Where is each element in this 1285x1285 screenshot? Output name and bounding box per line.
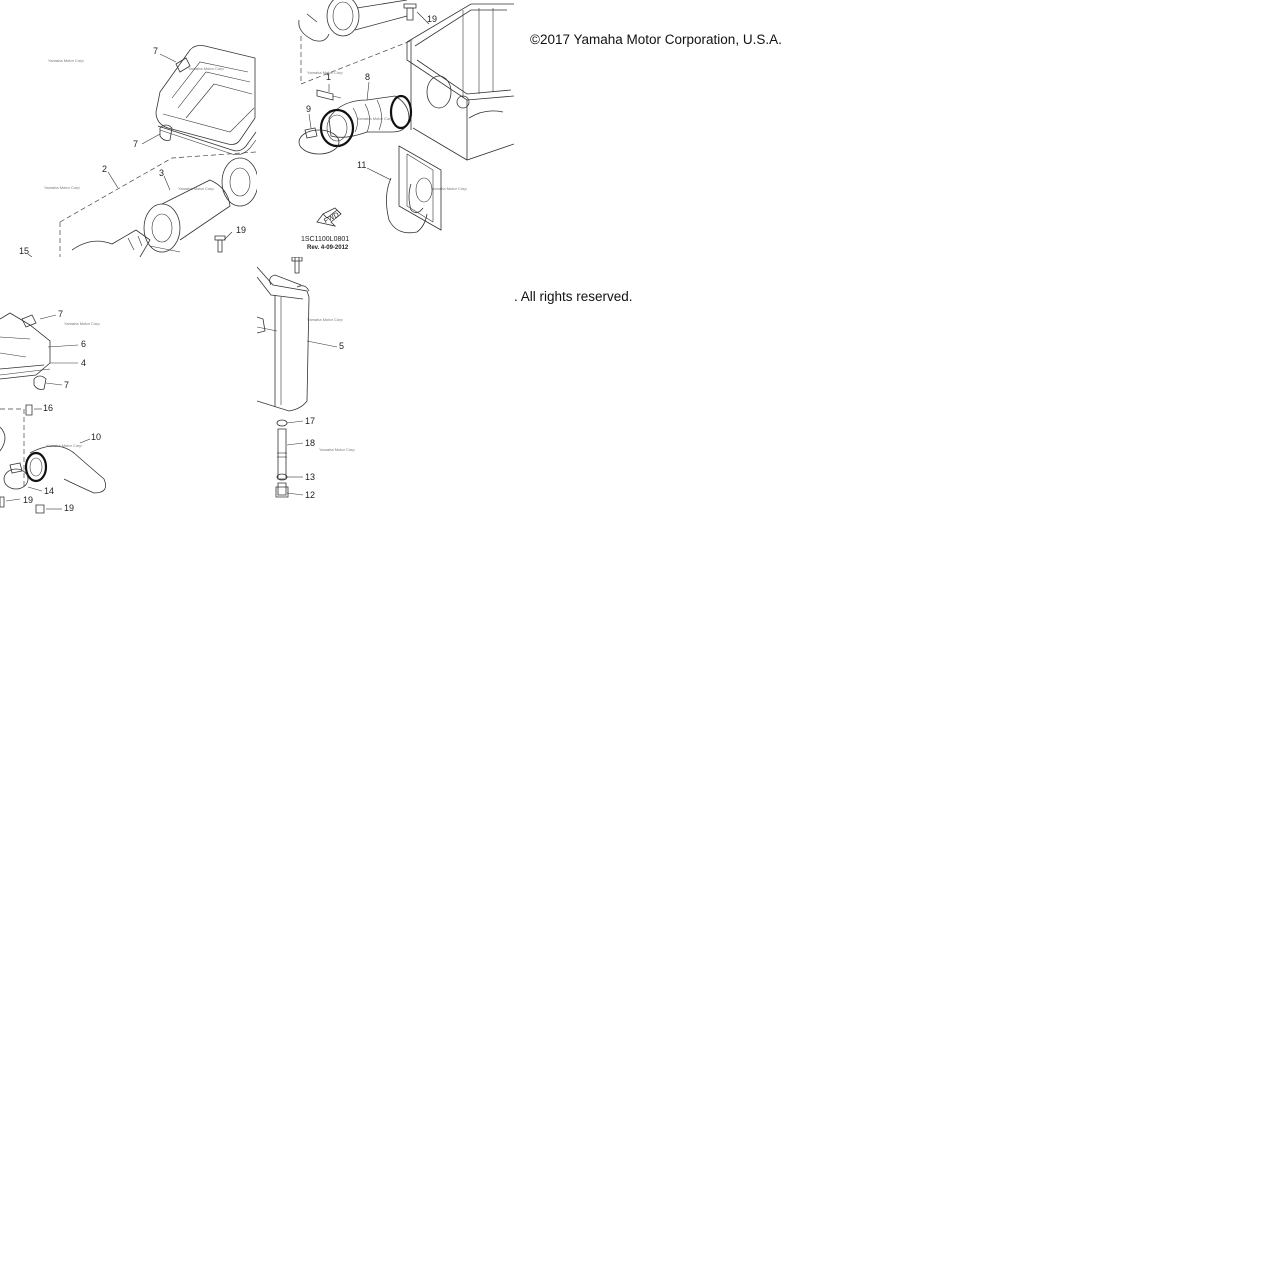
callout-19b: 19: [64, 503, 74, 513]
callout-14: 14: [44, 486, 54, 496]
callout-19: 19: [427, 14, 437, 24]
fwd-arrow-icon: FWD: [316, 207, 342, 227]
callout-9: 9: [306, 104, 311, 114]
svg-text:Yamaha Motor Corp: Yamaha Motor Corp: [357, 116, 393, 121]
callout-7a: 7: [153, 46, 158, 56]
copyright-notice: ©2017 Yamaha Motor Corporation, U.S.A.: [530, 32, 782, 47]
callout-7b: 7: [64, 380, 69, 390]
svg-text:Yamaha Motor Corp: Yamaha Motor Corp: [44, 185, 80, 190]
svg-text:Yamaha Motor Corp: Yamaha Motor Corp: [178, 186, 214, 191]
airbox-lid-drawing: Yamaha Motor Corp Yamaha Motor Corp Yama…: [19, 45, 257, 257]
drawing-code: 1SC1100L0801: [301, 236, 349, 243]
callout-13: 13: [305, 472, 315, 482]
svg-text:Yamaha Motor Corp: Yamaha Motor Corp: [307, 317, 343, 322]
airbox-cover-drawing: Yamaha Motor Corp Yamaha Motor Corp: [0, 309, 107, 514]
svg-text:Yamaha Motor Corp: Yamaha Motor Corp: [46, 443, 82, 448]
rights-reserved-notice: . All rights reserved.: [514, 289, 633, 304]
callout-10: 10: [91, 432, 101, 442]
diagram-tile-middle-center: Yamaha Motor Corp Yamaha Motor Corp: [257, 257, 514, 514]
svg-text:Yamaha Motor Corp: Yamaha Motor Corp: [64, 321, 100, 326]
callout-15: 15: [19, 246, 29, 256]
callout-19a: 19: [23, 495, 33, 505]
callout-16: 16: [43, 403, 53, 413]
callout-2: 2: [102, 164, 107, 174]
callout-7b: 7: [133, 139, 138, 149]
diagram-tile-top-middle: Yamaha Motor Corp Yamaha Motor Corp Yama…: [257, 0, 514, 257]
svg-text:Yamaha Motor Corp: Yamaha Motor Corp: [48, 58, 84, 63]
callout-7a: 7: [58, 309, 63, 319]
diagram-tile-middle-left: Yamaha Motor Corp Yamaha Motor Corp: [0, 257, 257, 514]
airbox-case-drawing: Yamaha Motor Corp Yamaha Motor Corp: [257, 257, 355, 500]
callout-3: 3: [159, 168, 164, 178]
svg-text:Yamaha Motor Corp: Yamaha Motor Corp: [307, 70, 343, 75]
callout-19: 19: [236, 225, 246, 235]
svg-text:Yamaha Motor Corp: Yamaha Motor Corp: [431, 186, 467, 191]
callout-12: 12: [305, 490, 315, 500]
callout-5: 5: [339, 341, 344, 351]
svg-text:Yamaha Motor Corp: Yamaha Motor Corp: [319, 447, 355, 452]
callout-17: 17: [305, 416, 315, 426]
diagram-tile-top-left: Yamaha Motor Corp Yamaha Motor Corp Yama…: [0, 0, 257, 257]
callout-11: 11: [357, 160, 366, 170]
callout-18: 18: [305, 438, 315, 448]
svg-text:Yamaha Motor Corp: Yamaha Motor Corp: [188, 66, 224, 71]
callout-8: 8: [365, 72, 370, 82]
callout-4: 4: [81, 358, 86, 368]
callout-1: 1: [326, 72, 331, 82]
intake-joint-drawing: Yamaha Motor Corp Yamaha Motor Corp Yama…: [298, 0, 514, 251]
revision-date: Rev. 4-09-2012: [307, 245, 349, 251]
callout-6: 6: [81, 339, 86, 349]
